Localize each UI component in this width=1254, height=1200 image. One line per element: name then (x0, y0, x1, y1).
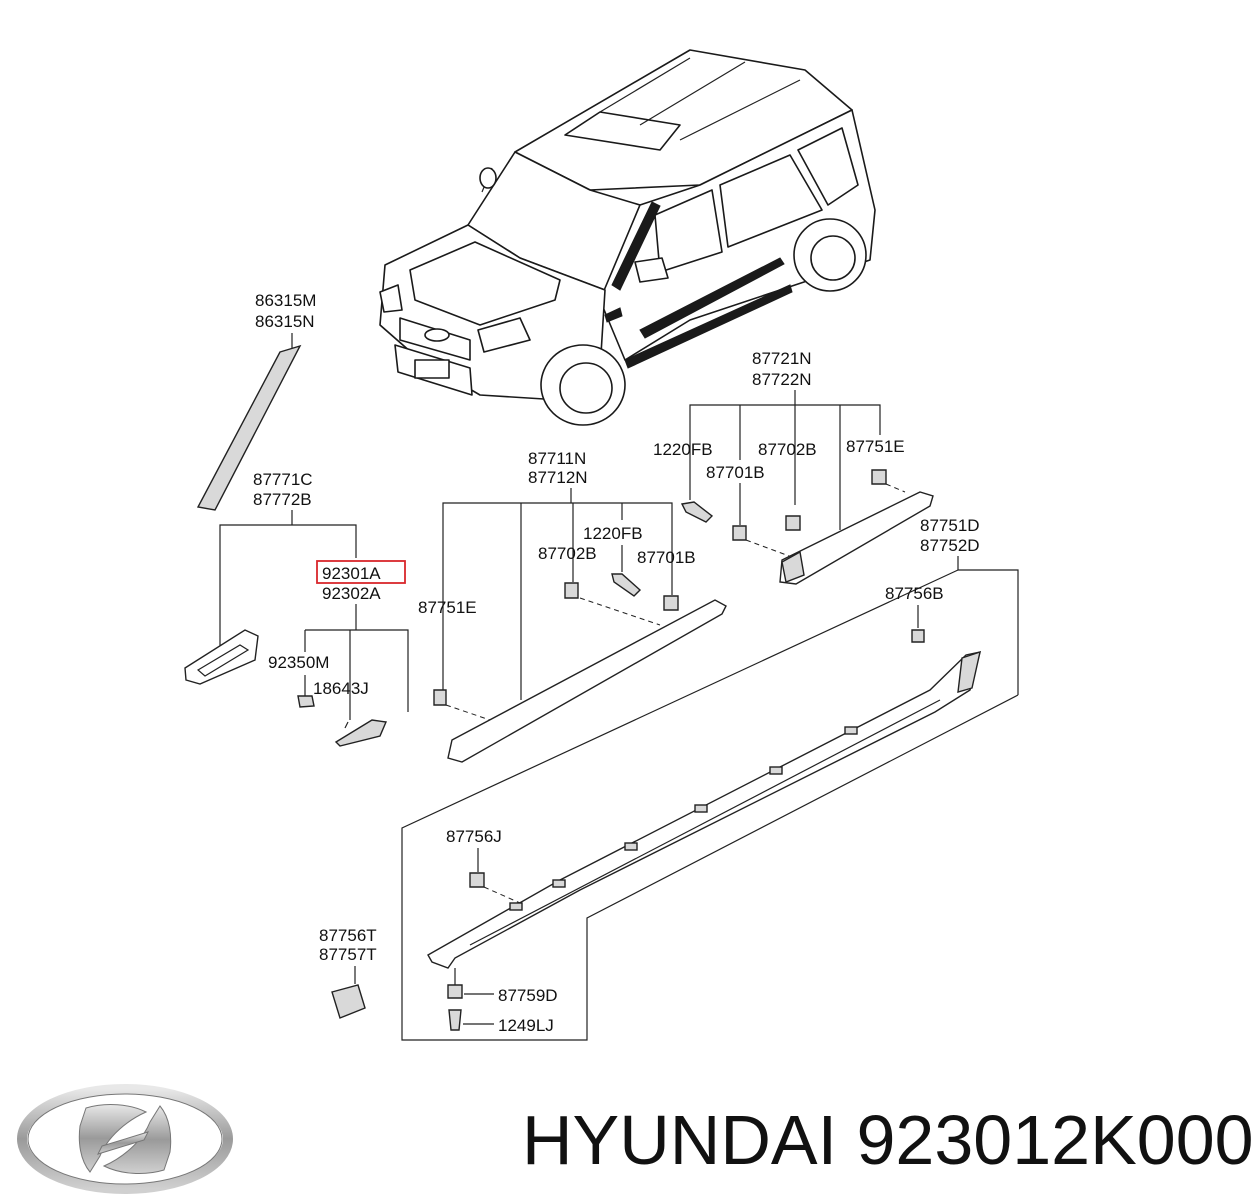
a-pillar-trim-part (196, 344, 302, 511)
clip-92350m (297, 695, 315, 708)
callout-87752d: 87752D (920, 536, 980, 555)
callout-92301a: 92301A (322, 564, 381, 583)
screw-1220fb-mid (611, 573, 642, 597)
part-number: 923012K000 (856, 1101, 1254, 1179)
clip-87701b-top (732, 525, 747, 541)
clip-87701b-mid (663, 595, 679, 611)
side-repeater-lamp-part (334, 719, 388, 747)
exploded-parts-diagram: 86315M 86315N 87771C 87772B 92301A 92302… (184, 49, 1019, 1041)
clip-87751e-mid (433, 689, 447, 706)
callout-1220fb-mid: 1220FB (583, 524, 643, 543)
callout-87721n: 87721N (752, 349, 812, 368)
callout-87702b-mid: 87702B (538, 544, 597, 563)
mud-guard-part (331, 984, 366, 1019)
a-pillar-trim-group: 86315M 86315N (196, 291, 316, 511)
callout-87756b: 87756B (885, 584, 944, 603)
callout-87757t: 87757T (319, 945, 377, 964)
callout-87701b-mid: 87701B (637, 548, 696, 567)
callout-87756t: 87756T (319, 926, 377, 945)
callout-86315n: 86315N (255, 312, 315, 331)
callout-87701b-top: 87701B (706, 463, 765, 482)
callout-86315m: 86315M (255, 291, 316, 310)
callout-87771c: 87771C (253, 470, 313, 489)
callout-1220fb-top: 1220FB (653, 440, 713, 459)
door-molding-front-group: 87711N 87712N 1220FB 87702B 87701B 87751… (418, 449, 727, 763)
screw-1220fb-top (680, 501, 714, 523)
brand-part-number-caption: HYUNDAI 923012K000 (522, 1100, 1254, 1180)
callout-87711n: 87711N (528, 449, 586, 468)
clip-87756b (911, 629, 925, 643)
clip-87756j (469, 872, 485, 888)
callout-87751e-top: 87751E (846, 437, 905, 456)
parts-diagram-page: 86315M 86315N 87771C 87772B 92301A 92302… (17, 49, 1254, 1194)
callout-87722n: 87722N (752, 370, 812, 389)
callout-87751d: 87751D (920, 516, 980, 535)
rear-door-molding-part (779, 491, 934, 585)
callout-87712n: 87712N (528, 468, 588, 487)
side-repeater-group: 87771C 87772B 92301A 92302A 92350M 18643… (184, 470, 409, 747)
clip-87759d (447, 984, 463, 999)
callout-92350m: 92350M (268, 653, 329, 672)
callout-87751e-mid: 87751E (418, 598, 477, 617)
car-illustration (379, 49, 876, 426)
callout-87756j: 87756J (446, 827, 502, 846)
side-garnish-part (184, 629, 259, 685)
highlight-box (316, 560, 406, 584)
callout-18643j: 18643J (313, 679, 369, 698)
callout-87702b-top: 87702B (758, 440, 817, 459)
door-molding-rear-group: 87721N 87722N 1220FB 87701B 87702B 87751… (653, 349, 934, 585)
clip-87702b-top (785, 515, 801, 531)
front-door-molding-part (447, 599, 727, 763)
side-sill-molding-group: 87751D 87752D 87756B 87756J 87756T 87757 (319, 516, 1019, 1041)
callout-87759d: 87759D (498, 986, 558, 1005)
clip-87702b-mid (564, 582, 579, 599)
clip-87751e-top (871, 469, 887, 485)
screw-1249lj (448, 1009, 462, 1031)
callout-92302a: 92302A (322, 584, 381, 603)
callout-87772b: 87772B (253, 490, 312, 509)
brand-name: HYUNDAI (522, 1101, 838, 1179)
hyundai-logo-icon (17, 1084, 233, 1194)
callout-1249lj: 1249LJ (498, 1016, 554, 1035)
